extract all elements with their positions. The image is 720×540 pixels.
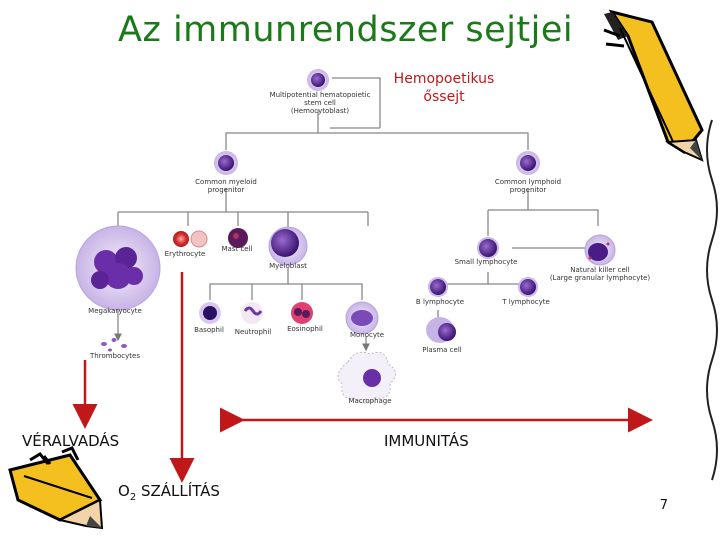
natural-killer-cell: [584, 234, 616, 266]
lymphoid-label-line1: Common lymphoid: [494, 178, 562, 186]
basophil-cell: [199, 302, 221, 324]
nk-label-line1: Natural killer cell: [570, 266, 630, 274]
hemopoetic-caption: Hemopoetikus őssejt: [384, 70, 504, 106]
megakaryocyte-cell: [75, 225, 161, 311]
stem-cell-label: Multipotential hematopoietic stem cell (…: [260, 91, 380, 115]
erythrocyte-cells: [173, 230, 208, 248]
coagulation-label: VÉRALVADÁS: [22, 432, 120, 450]
b-lymphocyte-label: B lymphocyte: [415, 298, 465, 306]
pencil-icon-top: [603, 9, 704, 162]
t-lymphocyte-label: T lymphocyte: [502, 298, 550, 306]
stem-cell: [307, 69, 329, 91]
plasma-cell-label: Plasma cell: [422, 346, 462, 354]
oxygen-transport-label: O2 SZÁLLÍTÁS: [118, 482, 220, 503]
mast-cell: [228, 228, 248, 248]
lymphoid-progenitor-cell: [516, 151, 540, 175]
stem-cell-label-line3: (Hemocytoblast): [290, 107, 350, 115]
o2-rest: SZÁLLÍTÁS: [136, 482, 220, 500]
hemopoetic-caption-line1: Hemopoetikus: [393, 71, 495, 87]
monocyte-cell: [345, 301, 379, 335]
right-border-wave: [706, 119, 718, 481]
monocyte-label: Monocyte: [349, 331, 385, 339]
pencil-icon-bottom: [8, 446, 104, 530]
lymphoid-label-line2: progenitor: [509, 186, 547, 194]
lymphoid-progenitor-label: Common lymphoid progenitor: [488, 178, 568, 194]
page-number: 7: [659, 498, 668, 513]
nk-label-line2: (Large granular lymphocyte): [549, 274, 651, 282]
thrombocytes-cells: [101, 338, 127, 352]
neutrophil-label: Neutrophil: [234, 328, 272, 336]
stem-cell-label-line2: stem cell: [304, 99, 336, 107]
eosinophil-cell: [291, 302, 313, 324]
nk-cell-label: Natural killer cell (Large granular lymp…: [540, 266, 660, 282]
o2-prefix: O: [118, 482, 130, 500]
t-lymphocyte-cell: [518, 277, 538, 297]
myeloid-label-line1: Common myeloid: [195, 178, 257, 186]
macrophage-label: Macrophage: [348, 397, 392, 405]
myeloblast-label: Myeloblast: [269, 262, 307, 270]
stem-cell-label-line1: Multipotential hematopoietic: [269, 91, 371, 99]
myeloid-progenitor-label: Common myeloid progenitor: [186, 178, 266, 194]
mast-cell-label: Mast cell: [221, 245, 253, 253]
function-arrows: [72, 272, 653, 483]
plasma-cell: [426, 317, 456, 343]
myeloid-progenitor-cell: [214, 151, 238, 175]
macrophage-cell: [337, 351, 396, 404]
myeloblast-cell: [268, 226, 308, 266]
megakaryocyte-label: Megakaryocyte: [88, 307, 142, 315]
neutrophil-cell: [241, 302, 263, 324]
b-lymphocyte-cell: [428, 277, 448, 297]
small-lymphocyte-label: Small lymphocyte: [454, 258, 518, 266]
o2-subscript: 2: [129, 492, 137, 503]
hemopoetic-caption-line2: őssejt: [423, 89, 465, 105]
small-lymphocyte-cell: [477, 237, 499, 259]
eosinophil-label: Eosinophil: [287, 325, 323, 333]
myeloid-label-line2: progenitor: [207, 186, 245, 194]
immunity-label: IMMUNITÁS: [384, 432, 469, 450]
erythrocyte-label: Erythrocyte: [164, 250, 206, 258]
thrombocytes-label: Thrombocytes: [90, 352, 140, 360]
basophil-label: Basophil: [194, 326, 224, 334]
slide-title: Az immunrendszer sejtjei: [118, 10, 574, 50]
